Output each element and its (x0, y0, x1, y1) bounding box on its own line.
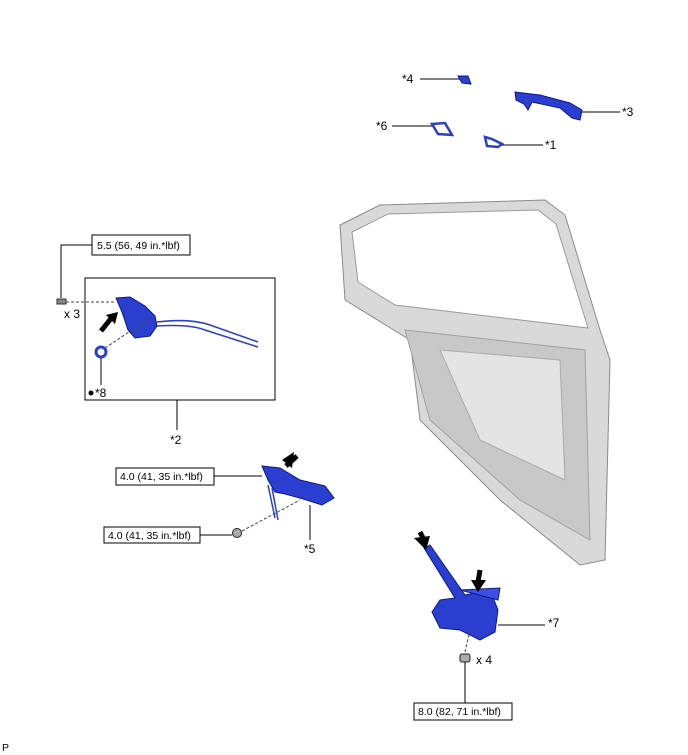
lock-cables (156, 319, 259, 348)
callout-2: *2 (170, 433, 182, 447)
part-7-window-regulator (423, 544, 499, 641)
callout-6: *6 (376, 119, 388, 133)
torque-regulator-bolt: 8.0 (82, 71 in.*lbf) (418, 706, 501, 718)
part-8-seal (94, 345, 108, 359)
door-panel (339, 199, 611, 566)
callout-7: *7 (548, 616, 560, 630)
torque-bracket-lower: 4.0 (41, 35 in.*lbf) (108, 530, 191, 542)
part-4 (457, 75, 472, 85)
arrow-icon (471, 580, 486, 592)
callout-1: *1 (545, 138, 557, 152)
torque-bracket-upper: 4.0 (41, 35 in.*lbf) (120, 471, 203, 483)
footer-code: P (2, 742, 9, 754)
screw-icon (56, 298, 67, 305)
callout-3: *3 (622, 105, 634, 119)
callout-5: *5 (304, 542, 316, 556)
bolt-icon (459, 653, 471, 663)
bolt-icon (232, 528, 242, 538)
torque-box-regulator-bolt (413, 702, 513, 721)
part-3-outside-handle (514, 91, 583, 121)
qty-lock-screws: x 3 (64, 307, 80, 321)
non-reusable-dot-icon (88, 390, 94, 396)
lock-assembly-box (84, 277, 276, 401)
arrow-icon (282, 452, 294, 468)
torque-lock-screw: 5.5 (56, 49 in.*lbf) (97, 240, 180, 252)
part-5-bracket (261, 465, 335, 506)
part-6-cover (429, 121, 455, 137)
qty-regulator-bolts: x 4 (476, 653, 492, 667)
part-1-cover (483, 135, 505, 149)
arrow-icon (106, 312, 118, 324)
part-2-door-lock (115, 296, 158, 339)
callout-4: *4 (402, 72, 414, 86)
arrow-icon (414, 536, 430, 550)
callout-8: *8 (95, 386, 107, 400)
